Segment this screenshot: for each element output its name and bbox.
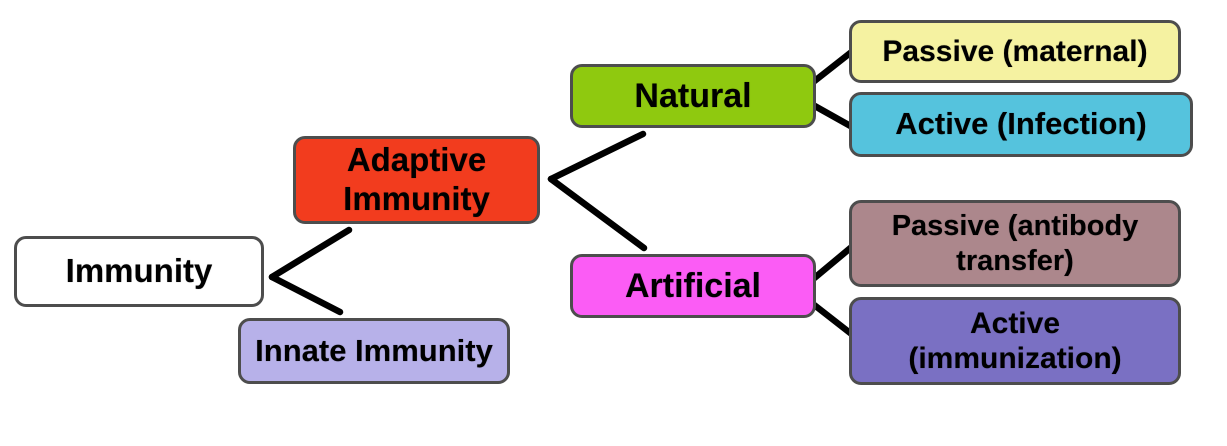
node-natural-label: Natural [634, 76, 752, 115]
edge-artificial-active-immunization [809, 300, 858, 340]
edge-adaptive-artificial [547, 175, 648, 252]
node-innate-immunity: Innate Immunity [238, 318, 510, 384]
node-adaptive-immunity: Adaptive Immunity [293, 136, 540, 224]
node-innate-immunity-label: Innate Immunity [255, 332, 493, 368]
edge-natural-active-infection [809, 101, 858, 132]
node-active-infection-label: Active (Infection) [895, 106, 1147, 142]
node-passive-maternal: Passive (maternal) [849, 20, 1181, 83]
edge-artificial-passive-antibody [808, 241, 858, 284]
edge-immunity-adaptive [268, 226, 353, 281]
node-immunity: Immunity [14, 236, 264, 307]
node-active-immunization: Active (immunization) [849, 297, 1181, 385]
node-natural: Natural [570, 64, 816, 128]
node-adaptive-immunity-label: Adaptive Immunity [343, 141, 490, 217]
node-passive-antibody-transfer-label: Passive (antibody transfer) [891, 210, 1139, 277]
edge-adaptive-natural [547, 130, 647, 183]
edge-natural-passive-maternal [808, 46, 858, 87]
node-immunity-label: Immunity [65, 252, 213, 290]
node-passive-maternal-label: Passive (maternal) [882, 34, 1148, 68]
node-artificial: Artificial [570, 254, 816, 318]
node-active-infection: Active (Infection) [849, 92, 1193, 157]
node-artificial-label: Artificial [624, 266, 762, 305]
node-active-immunization-label: Active (immunization) [908, 306, 1122, 375]
node-passive-antibody-transfer: Passive (antibody transfer) [849, 200, 1181, 287]
edge-immunity-innate [268, 273, 344, 316]
